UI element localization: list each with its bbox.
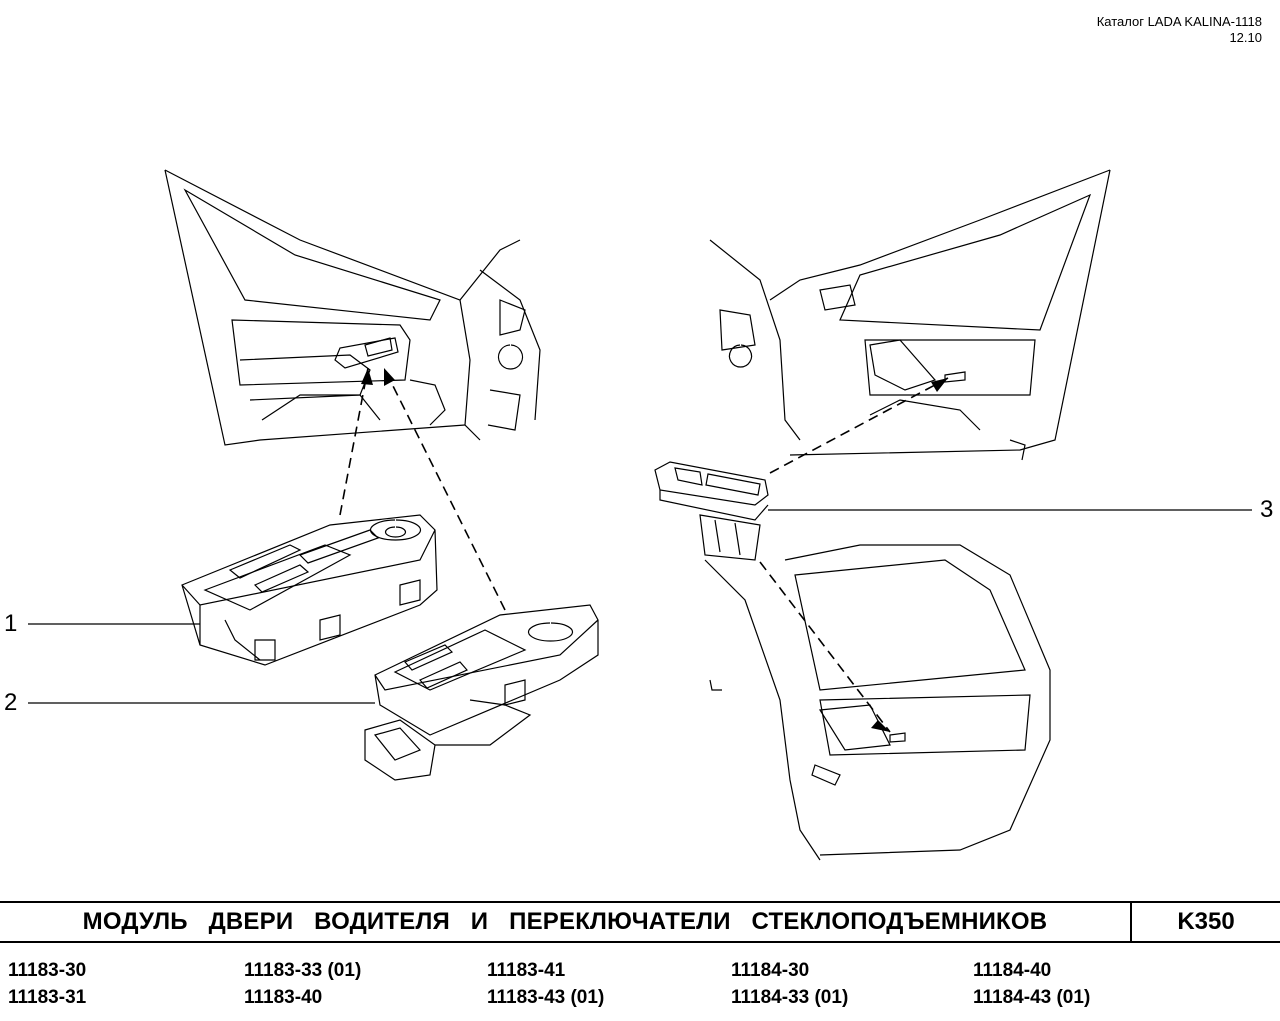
model-code: 11184-43 (01) bbox=[973, 987, 1091, 1008]
rear-door-drawing bbox=[704, 544, 1051, 861]
model-code: 11184-30 bbox=[731, 960, 810, 981]
part-3-switch bbox=[654, 461, 769, 561]
part-2-switch bbox=[364, 604, 599, 781]
callout-1: 1 bbox=[4, 610, 18, 637]
model-code: 11184-40 bbox=[973, 960, 1052, 981]
model-column: 11184-40 11184-43 (01) bbox=[973, 957, 1090, 1011]
arrow-heads bbox=[361, 368, 948, 732]
model-code: 11183-43 (01) bbox=[487, 987, 605, 1008]
model-code: 11183-33 (01) bbox=[244, 960, 362, 981]
arrow-part-2 bbox=[383, 367, 506, 611]
callout-leaders bbox=[28, 509, 1252, 704]
arrow-part-3-front bbox=[769, 377, 949, 474]
model-code: 11183-40 bbox=[244, 987, 323, 1008]
model-column: 11183-41 11183-43 (01) bbox=[487, 957, 604, 1011]
part-1-driver-module bbox=[181, 514, 438, 666]
catalog-header: Каталог LADA KALINA-1118 12.10 bbox=[1097, 14, 1262, 46]
model-column: 11183-33 (01) 11183-40 bbox=[244, 957, 361, 1011]
arrow-part-1 bbox=[339, 367, 369, 516]
model-column: 11184-30 11184-33 (01) bbox=[731, 957, 848, 1011]
callout-3: 3 bbox=[1260, 496, 1274, 523]
callout-2: 2 bbox=[4, 689, 18, 716]
title-bar: МОДУЛЬ ДВЕРИ ВОДИТЕЛЯ И ПЕРЕКЛЮЧАТЕЛИ СТ… bbox=[0, 901, 1280, 943]
model-code: 11184-33 (01) bbox=[731, 987, 849, 1008]
section-code: K350 bbox=[1177, 908, 1235, 935]
model-code: 11183-41 bbox=[487, 960, 566, 981]
front-driver-door-drawing bbox=[164, 169, 541, 446]
model-code: 11183-31 bbox=[8, 987, 87, 1008]
model-column: 11183-30 11183-31 bbox=[8, 957, 86, 1011]
arrow-part-3-rear bbox=[759, 561, 891, 733]
page-title: МОДУЛЬ ДВЕРИ ВОДИТЕЛЯ И ПЕРЕКЛЮЧАТЕЛИ СТ… bbox=[0, 903, 1132, 941]
model-code: 11183-30 bbox=[8, 960, 87, 981]
catalog-date: 12.10 bbox=[1229, 30, 1262, 45]
catalog-name: Каталог LADA KALINA-1118 bbox=[1096, 14, 1262, 29]
assembly-arrows bbox=[339, 367, 949, 733]
parts-illustration bbox=[28, 169, 1252, 861]
front-passenger-door-drawing bbox=[709, 169, 1111, 461]
